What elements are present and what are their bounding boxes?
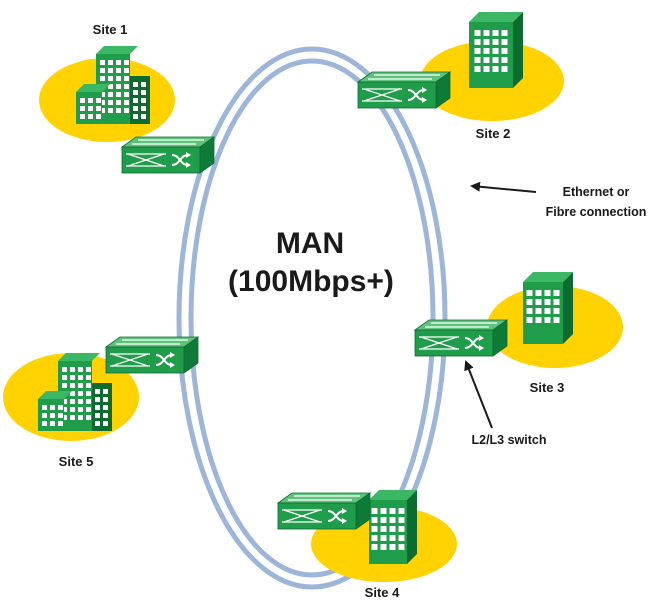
site-3-label: Site 3 bbox=[530, 380, 565, 395]
switch-label: L2/L3 switch bbox=[471, 433, 546, 447]
site-2-label: Site 2 bbox=[476, 126, 511, 141]
connection-label-line1: Ethernet or bbox=[563, 185, 630, 199]
connection-annotation: Ethernet or Fibre connection bbox=[470, 181, 647, 219]
site-5-label: Site 5 bbox=[59, 454, 94, 469]
office-tower-icon bbox=[369, 490, 417, 564]
office-tower-icon bbox=[523, 272, 573, 344]
l2-l3-switch-icon bbox=[120, 136, 216, 174]
connection-label-line2: Fibre connection bbox=[546, 205, 647, 219]
office-buildings-icon bbox=[76, 46, 150, 124]
man-title: MAN bbox=[276, 227, 344, 260]
man-speed: (100Mbps+) bbox=[228, 265, 394, 298]
office-tower-icon bbox=[469, 12, 523, 88]
man-ring bbox=[176, 46, 448, 590]
l2-l3-switch-icon bbox=[356, 71, 452, 109]
l2-l3-switch-icon bbox=[104, 336, 200, 374]
switch-annotation: L2/L3 switch bbox=[464, 360, 547, 447]
site-4-label: Site 4 bbox=[365, 585, 400, 600]
office-buildings-icon bbox=[38, 353, 112, 431]
l2-l3-switch-icon bbox=[413, 319, 509, 357]
arrow-icon bbox=[464, 360, 493, 429]
arrow-icon bbox=[470, 181, 537, 193]
site-1-label: Site 1 bbox=[93, 22, 128, 37]
l2-l3-switch-icon bbox=[276, 492, 372, 530]
